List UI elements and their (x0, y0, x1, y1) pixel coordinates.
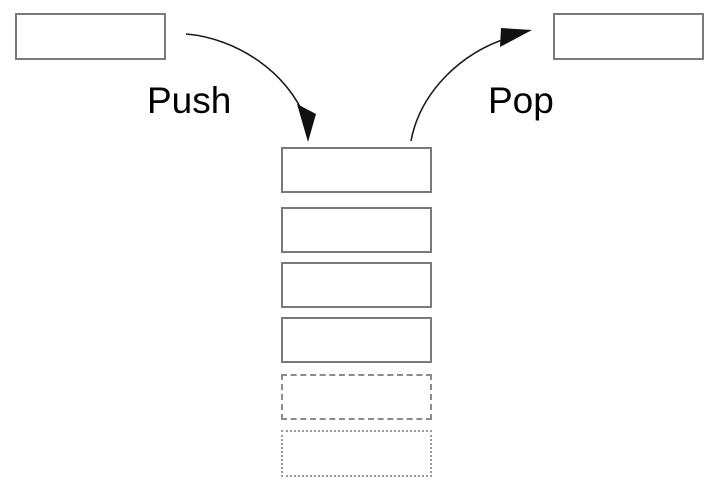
outgoing-element-box (553, 13, 704, 60)
pop-arrow-head-icon (500, 28, 532, 47)
pop-label: Pop (488, 80, 554, 121)
incoming-element-box (15, 13, 166, 60)
push-label: Push (147, 80, 232, 121)
push-arrow-head-icon (297, 104, 316, 142)
stack-slot-1 (281, 207, 432, 253)
stack-slot-2 (281, 262, 432, 308)
stack-slot-3 (281, 317, 432, 363)
stack-slot-0 (281, 147, 432, 193)
stack-slot-4 (281, 374, 432, 420)
stack-slot-5 (281, 430, 432, 477)
